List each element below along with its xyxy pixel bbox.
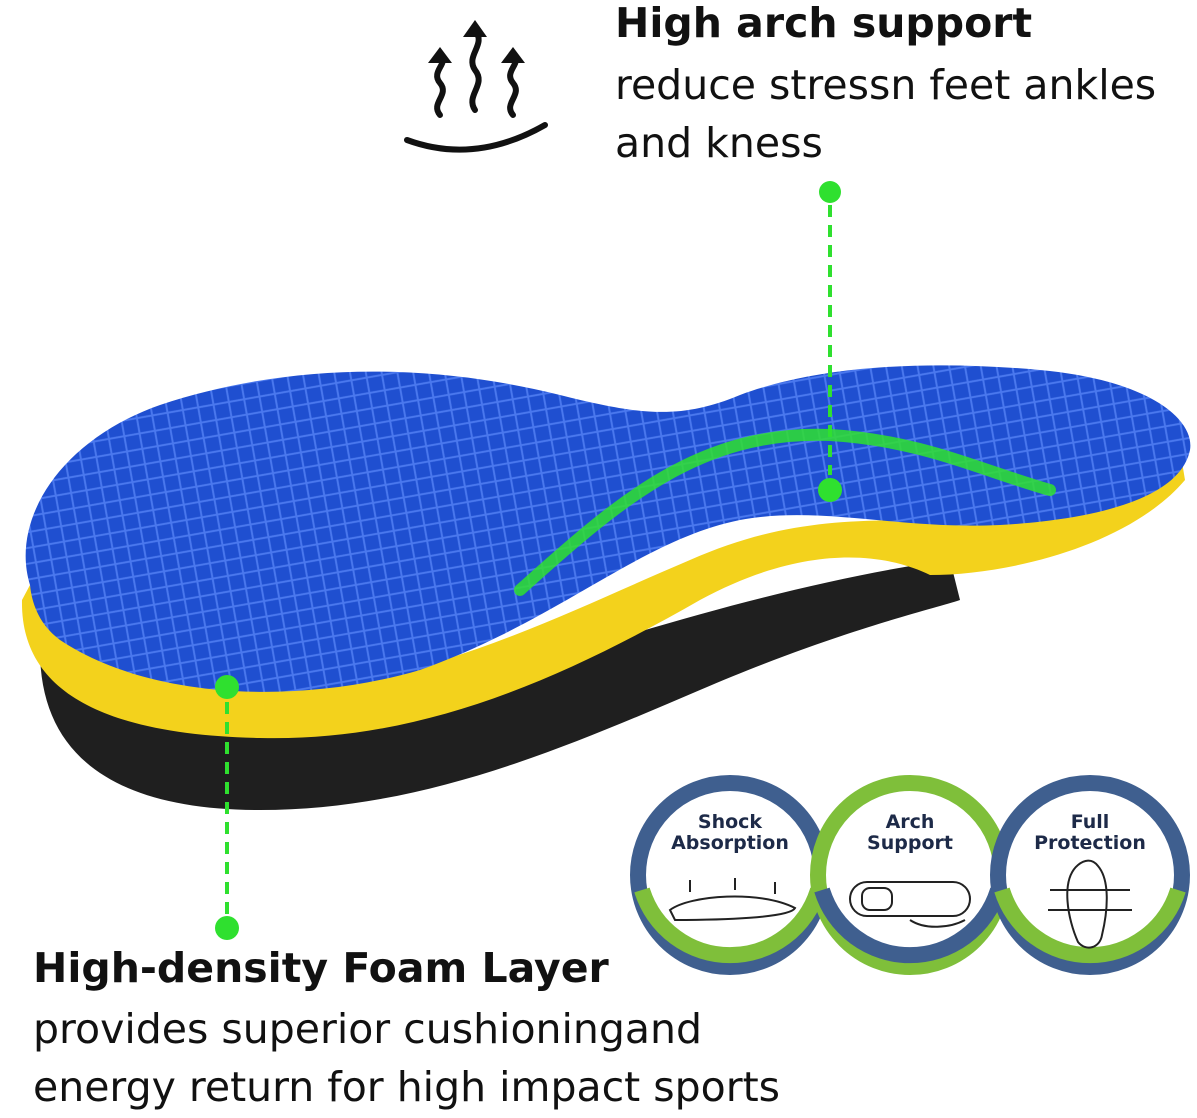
footprint-protection-icon (1048, 859, 1132, 949)
foam-callout-marker (215, 675, 239, 940)
insole-shock-icon (668, 878, 797, 922)
badge-shock-absorption (630, 775, 830, 975)
arch-callout-marker (818, 181, 842, 502)
arch-highlight (514, 428, 1056, 596)
foot-arch-icon (849, 881, 971, 928)
foam-callout-title: High-density Foam Layer (33, 944, 609, 992)
insole-foam-layer (21, 450, 1185, 739)
arch-callout-description: reduce stressn feet ankles and kness (615, 61, 1157, 167)
badge-full-protection (990, 775, 1190, 975)
badge-arch-support (810, 775, 1010, 975)
arch-callout-title: High arch support (615, 0, 1033, 47)
foam-callout-description: provides superior cushioningand energy r… (33, 1005, 781, 1111)
arch-support-heat-icon (404, 20, 548, 153)
